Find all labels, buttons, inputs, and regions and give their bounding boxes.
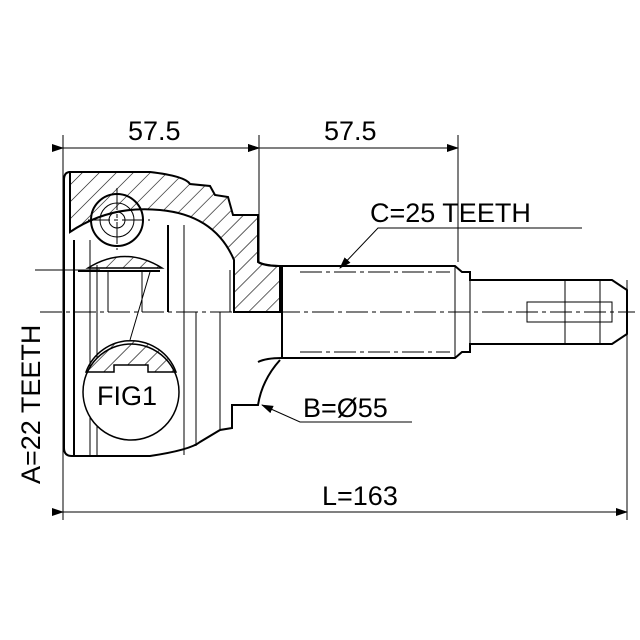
seal-diameter-label: B=Ø55 bbox=[303, 393, 388, 423]
outer-housing bbox=[63, 171, 281, 457]
spline-inner-label: A=22 TEETH bbox=[16, 325, 46, 484]
fig1-detail: FIG1 bbox=[82, 271, 180, 441]
total-length-label: L=163 bbox=[322, 481, 398, 511]
dim-body-length: 57.5 bbox=[128, 116, 181, 146]
dim-stem-length: 57.5 bbox=[324, 116, 377, 146]
dimension-lines bbox=[35, 144, 628, 516]
spline-outer-label: C=25 TEETH bbox=[370, 198, 531, 228]
ball bbox=[88, 188, 150, 250]
fig1-label: FIG1 bbox=[97, 381, 157, 411]
